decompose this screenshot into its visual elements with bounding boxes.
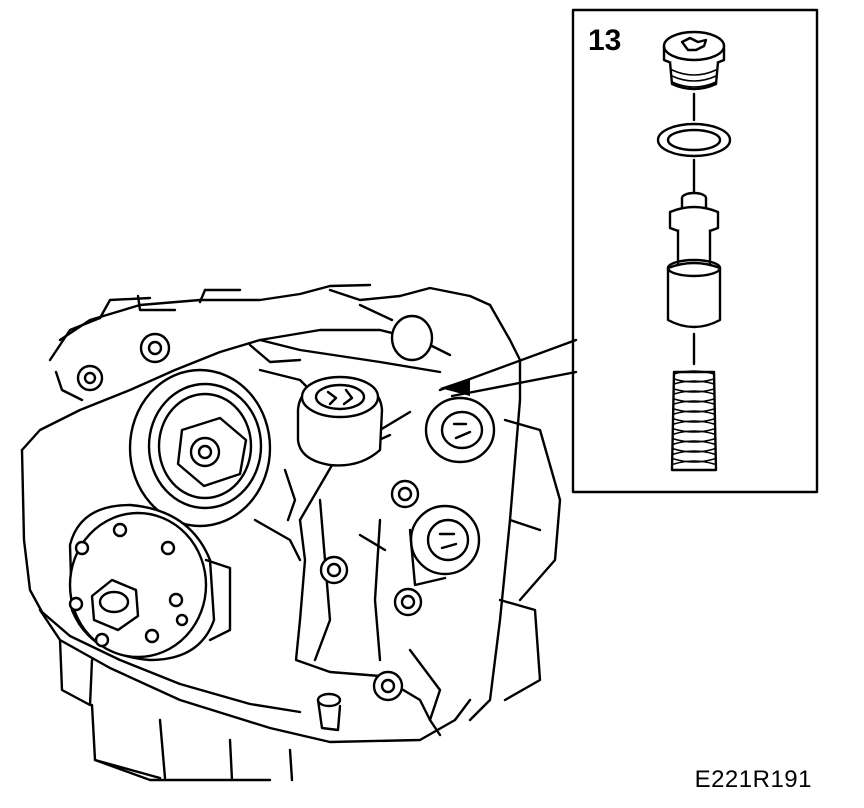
detail-inset — [571, 8, 819, 494]
callout-leader — [438, 338, 578, 398]
crankshaft-pulley-icon — [68, 503, 232, 662]
idler-pulley-icon — [296, 375, 384, 467]
oil-pump-valve-plug-icon — [662, 30, 726, 122]
valve-piston-icon — [666, 191, 722, 366]
figure-code: E221R191 — [694, 766, 812, 793]
o-ring-icon — [656, 122, 732, 194]
callout-number: 13 — [588, 24, 622, 57]
engine-block-icon — [20, 283, 562, 782]
valve-spring-icon — [670, 370, 718, 472]
